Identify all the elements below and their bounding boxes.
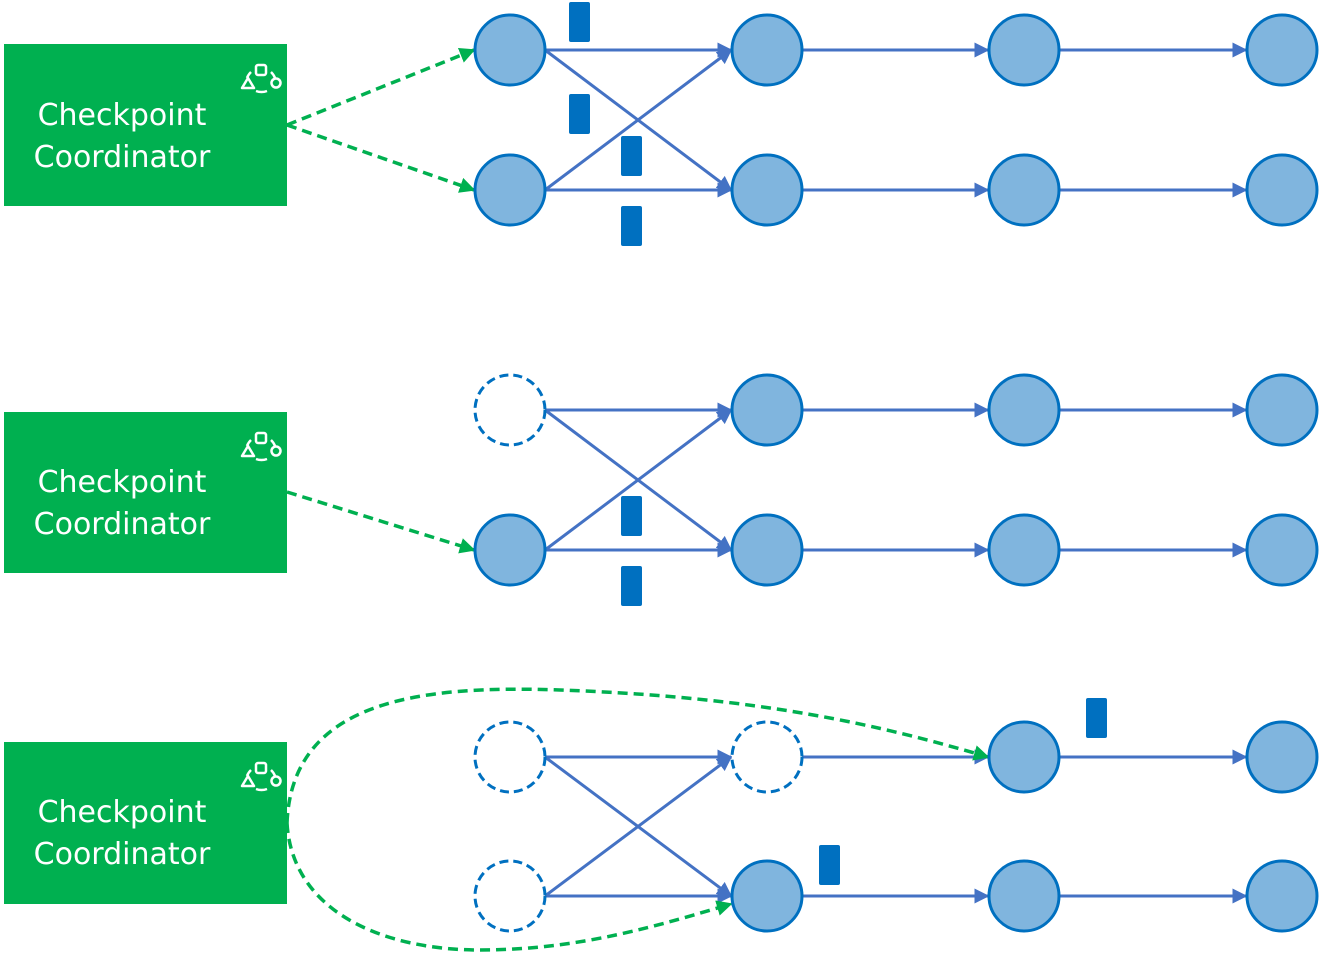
operator-node[interactable]	[1245, 373, 1319, 447]
operator-node[interactable]	[473, 153, 547, 227]
edges-layer	[544, 42, 1248, 904]
nodes-layer	[473, 13, 1319, 933]
icon-square	[254, 431, 268, 445]
operator-node[interactable]	[473, 513, 547, 587]
icon-square	[254, 761, 268, 775]
icon-circle	[270, 775, 282, 787]
icon-arc	[245, 769, 252, 777]
operator-node[interactable]	[987, 859, 1061, 933]
checkpoint-coordinator[interactable]: Checkpoint Coordinator	[4, 44, 287, 206]
operator-node[interactable]	[730, 13, 804, 87]
icon-arc	[270, 439, 277, 447]
checkpoint-barrier	[621, 566, 642, 606]
icon-arc	[270, 769, 277, 777]
operator-node[interactable]	[730, 859, 804, 933]
coordination-icon	[240, 63, 282, 94]
icon-arc	[255, 89, 268, 94]
coordinator-label-line1: Checkpoint	[38, 98, 207, 133]
coordinator-label-line2: Coordinator	[34, 837, 211, 872]
operator-node[interactable]	[1245, 859, 1319, 933]
icon-arc	[245, 439, 252, 447]
operator-node[interactable]	[987, 373, 1061, 447]
icon-circle	[270, 77, 282, 89]
coordination-icon	[240, 761, 282, 792]
finished-operator-node[interactable]	[730, 720, 804, 794]
operator-node[interactable]	[987, 153, 1061, 227]
operator-node[interactable]	[987, 720, 1061, 794]
operator-node[interactable]	[987, 513, 1061, 587]
checkpoint-trigger-arrow	[286, 47, 476, 127]
checkpoint-barrier	[621, 206, 642, 246]
coordinator-label-line1: Checkpoint	[38, 465, 207, 500]
operator-node[interactable]	[1245, 13, 1319, 87]
icon-arc	[255, 787, 268, 792]
coordinator-box	[4, 742, 287, 904]
data-edge-cross	[544, 408, 733, 552]
operator-node[interactable]	[730, 153, 804, 227]
finished-operator-node[interactable]	[473, 720, 547, 794]
panel-3: Checkpoint Coordinator	[4, 742, 287, 904]
panel-2: Checkpoint Coordinator	[4, 412, 287, 573]
icon-triangle	[240, 774, 256, 788]
icon-arc	[255, 457, 268, 462]
panel-1: Checkpoint Coordinator	[4, 44, 287, 206]
checkpoint-coordinator[interactable]: Checkpoint Coordinator	[4, 742, 287, 904]
operator-node[interactable]	[1245, 513, 1319, 587]
icon-triangle	[240, 76, 256, 90]
checkpoint-barrier	[569, 2, 590, 42]
data-edge-cross	[544, 48, 733, 192]
checkpoint-barrier	[621, 136, 642, 176]
operator-node[interactable]	[1245, 720, 1319, 794]
coordinator-label-line2: Coordinator	[34, 140, 211, 175]
triggers-layer	[285, 47, 990, 952]
finished-operator-node[interactable]	[473, 859, 547, 933]
checkpoint-coordinator[interactable]: Checkpoint Coordinator	[4, 412, 287, 573]
coordinator-label-line1: Checkpoint	[38, 795, 207, 830]
checkpoint-trigger-arrow	[286, 490, 476, 554]
coordinator-box	[4, 44, 287, 206]
icon-circle	[270, 445, 282, 457]
checkpoint-trigger-arrow	[286, 123, 476, 193]
operator-node[interactable]	[473, 13, 547, 87]
icon-square	[254, 63, 268, 77]
barriers-layer	[569, 2, 1107, 885]
checkpoint-trigger-arrow	[285, 822, 733, 952]
checkpoint-barrier	[621, 496, 642, 536]
icon-arc	[245, 71, 252, 79]
checkpoint-barrier	[569, 94, 590, 134]
checkpoint-barrier	[819, 845, 840, 885]
checkpoint-barrier	[1086, 698, 1107, 738]
operator-node[interactable]	[1245, 153, 1319, 227]
operator-node[interactable]	[987, 13, 1061, 87]
coordination-icon	[240, 431, 282, 462]
coordinator-box	[4, 412, 287, 573]
coordinator-label-line2: Coordinator	[34, 507, 211, 542]
checkpoint-trigger-arrow	[285, 687, 990, 824]
data-edge-cross	[544, 755, 733, 898]
icon-arc	[270, 71, 277, 79]
operator-node[interactable]	[730, 373, 804, 447]
operator-node[interactable]	[730, 513, 804, 587]
icon-triangle	[240, 444, 256, 458]
finished-operator-node[interactable]	[473, 373, 547, 447]
